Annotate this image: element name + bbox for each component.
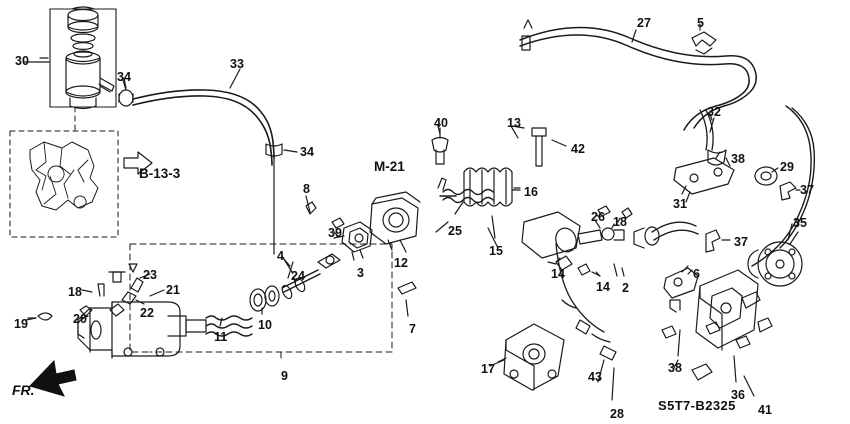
part-number-19: 19 (14, 317, 28, 331)
part-number-14b: 14 (596, 280, 610, 294)
part-number-18b: 18 (68, 285, 82, 299)
part-number-36: 36 (731, 388, 745, 402)
part-number-9: 9 (281, 369, 288, 383)
part-number-35: 35 (793, 216, 807, 230)
part-number-39: 39 (328, 226, 342, 240)
part-number-18a: 18 (613, 215, 627, 229)
part-number-13: 13 (507, 116, 521, 130)
part-number-17: 17 (481, 362, 495, 376)
part-number-27: 27 (637, 16, 651, 30)
part-number-20: 20 (73, 312, 87, 326)
part-number-24: 24 (291, 269, 305, 283)
part-number-30: 30 (15, 54, 29, 68)
part-number-5: 5 (697, 16, 704, 30)
part-number-41: 41 (758, 403, 772, 417)
callout-b-13-3[interactable]: B-13-3 (139, 166, 181, 181)
part-number-31: 31 (673, 197, 687, 211)
part-number-34a: 34 (117, 70, 131, 84)
callout-m-21[interactable]: M-21 (374, 159, 405, 174)
part-number-3: 3 (357, 266, 364, 280)
part-number-33: 33 (230, 57, 244, 71)
part-number-28: 28 (610, 407, 624, 421)
part-number-29: 29 (780, 160, 794, 174)
part-number-43: 43 (588, 370, 602, 384)
part-number-21: 21 (166, 283, 180, 297)
part-number-8: 8 (303, 182, 310, 196)
part-number-42: 42 (571, 142, 585, 156)
part-number-38a: 38 (731, 152, 745, 166)
part-number-37a: 37 (800, 183, 814, 197)
part-number-12: 12 (394, 256, 408, 270)
part-number-22: 22 (140, 306, 154, 320)
part-number-10: 10 (258, 318, 272, 332)
front-direction-label: FR. (12, 382, 35, 398)
part-number-26: 26 (591, 210, 605, 224)
part-number-32: 32 (707, 105, 721, 119)
part-number-25: 25 (448, 224, 462, 238)
part-number-11: 11 (214, 330, 228, 344)
part-number-38b: 38 (668, 361, 682, 375)
part-number-37b: 37 (734, 235, 748, 249)
part-number-23: 23 (143, 268, 157, 282)
part-number-34b: 34 (300, 145, 314, 159)
part-number-16: 16 (524, 185, 538, 199)
part-number-6: 6 (693, 267, 700, 281)
part-number-code: S5T7-B2325 (658, 398, 736, 413)
part-number-40: 40 (434, 116, 448, 130)
part-number-7: 7 (409, 322, 416, 336)
part-number-14a: 14 (551, 267, 565, 281)
part-number-4: 4 (277, 249, 284, 263)
part-number-2: 2 (622, 281, 629, 295)
part-number-15: 15 (489, 244, 503, 258)
